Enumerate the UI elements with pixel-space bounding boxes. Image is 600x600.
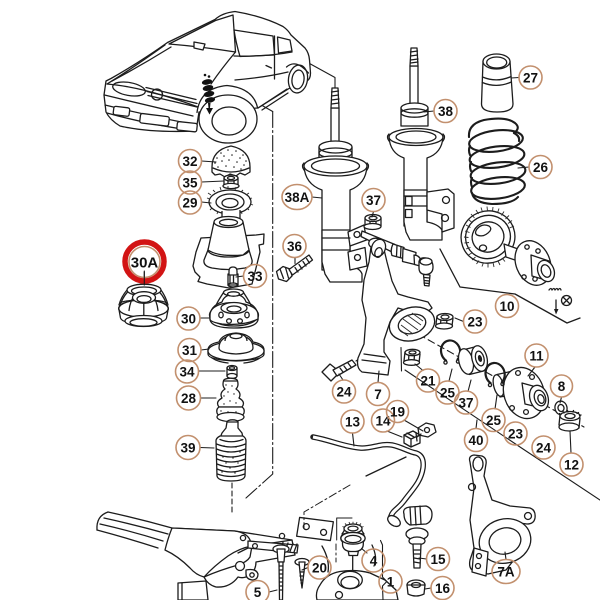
svg-text:23: 23: [467, 314, 483, 329]
svg-text:8: 8: [558, 379, 566, 394]
svg-text:7A: 7A: [497, 564, 515, 579]
svg-text:7: 7: [374, 387, 382, 402]
svg-text:16: 16: [435, 581, 451, 596]
svg-text:10: 10: [499, 299, 514, 314]
svg-text:36: 36: [287, 239, 303, 254]
svg-text:5: 5: [254, 585, 262, 600]
svg-text:20: 20: [312, 560, 327, 575]
svg-text:38A: 38A: [285, 190, 310, 205]
svg-text:24: 24: [336, 384, 352, 399]
svg-text:32: 32: [182, 154, 197, 169]
svg-text:11: 11: [529, 348, 544, 363]
svg-text:38: 38: [438, 104, 454, 119]
svg-text:19: 19: [390, 404, 405, 419]
svg-text:23: 23: [508, 426, 524, 441]
svg-text:37: 37: [458, 395, 473, 410]
svg-text:13: 13: [345, 414, 361, 429]
svg-text:14: 14: [375, 413, 391, 428]
svg-text:34: 34: [179, 364, 195, 379]
svg-text:35: 35: [182, 175, 198, 190]
svg-text:30A: 30A: [131, 255, 159, 272]
svg-text:24: 24: [536, 440, 552, 455]
svg-text:25: 25: [486, 413, 502, 428]
svg-text:30: 30: [181, 311, 196, 326]
svg-text:21: 21: [420, 373, 436, 388]
svg-text:33: 33: [247, 269, 263, 284]
svg-text:28: 28: [181, 391, 197, 406]
svg-text:25: 25: [440, 385, 456, 400]
svg-text:26: 26: [533, 160, 549, 175]
svg-text:40: 40: [468, 433, 483, 448]
svg-text:39: 39: [180, 440, 195, 455]
svg-text:12: 12: [564, 457, 579, 472]
svg-text:31: 31: [182, 343, 198, 358]
svg-text:4: 4: [370, 553, 378, 568]
svg-text:27: 27: [523, 70, 538, 85]
svg-text:1: 1: [387, 574, 395, 589]
svg-text:37: 37: [366, 193, 381, 208]
svg-text:29: 29: [182, 195, 197, 210]
svg-text:15: 15: [430, 552, 446, 567]
